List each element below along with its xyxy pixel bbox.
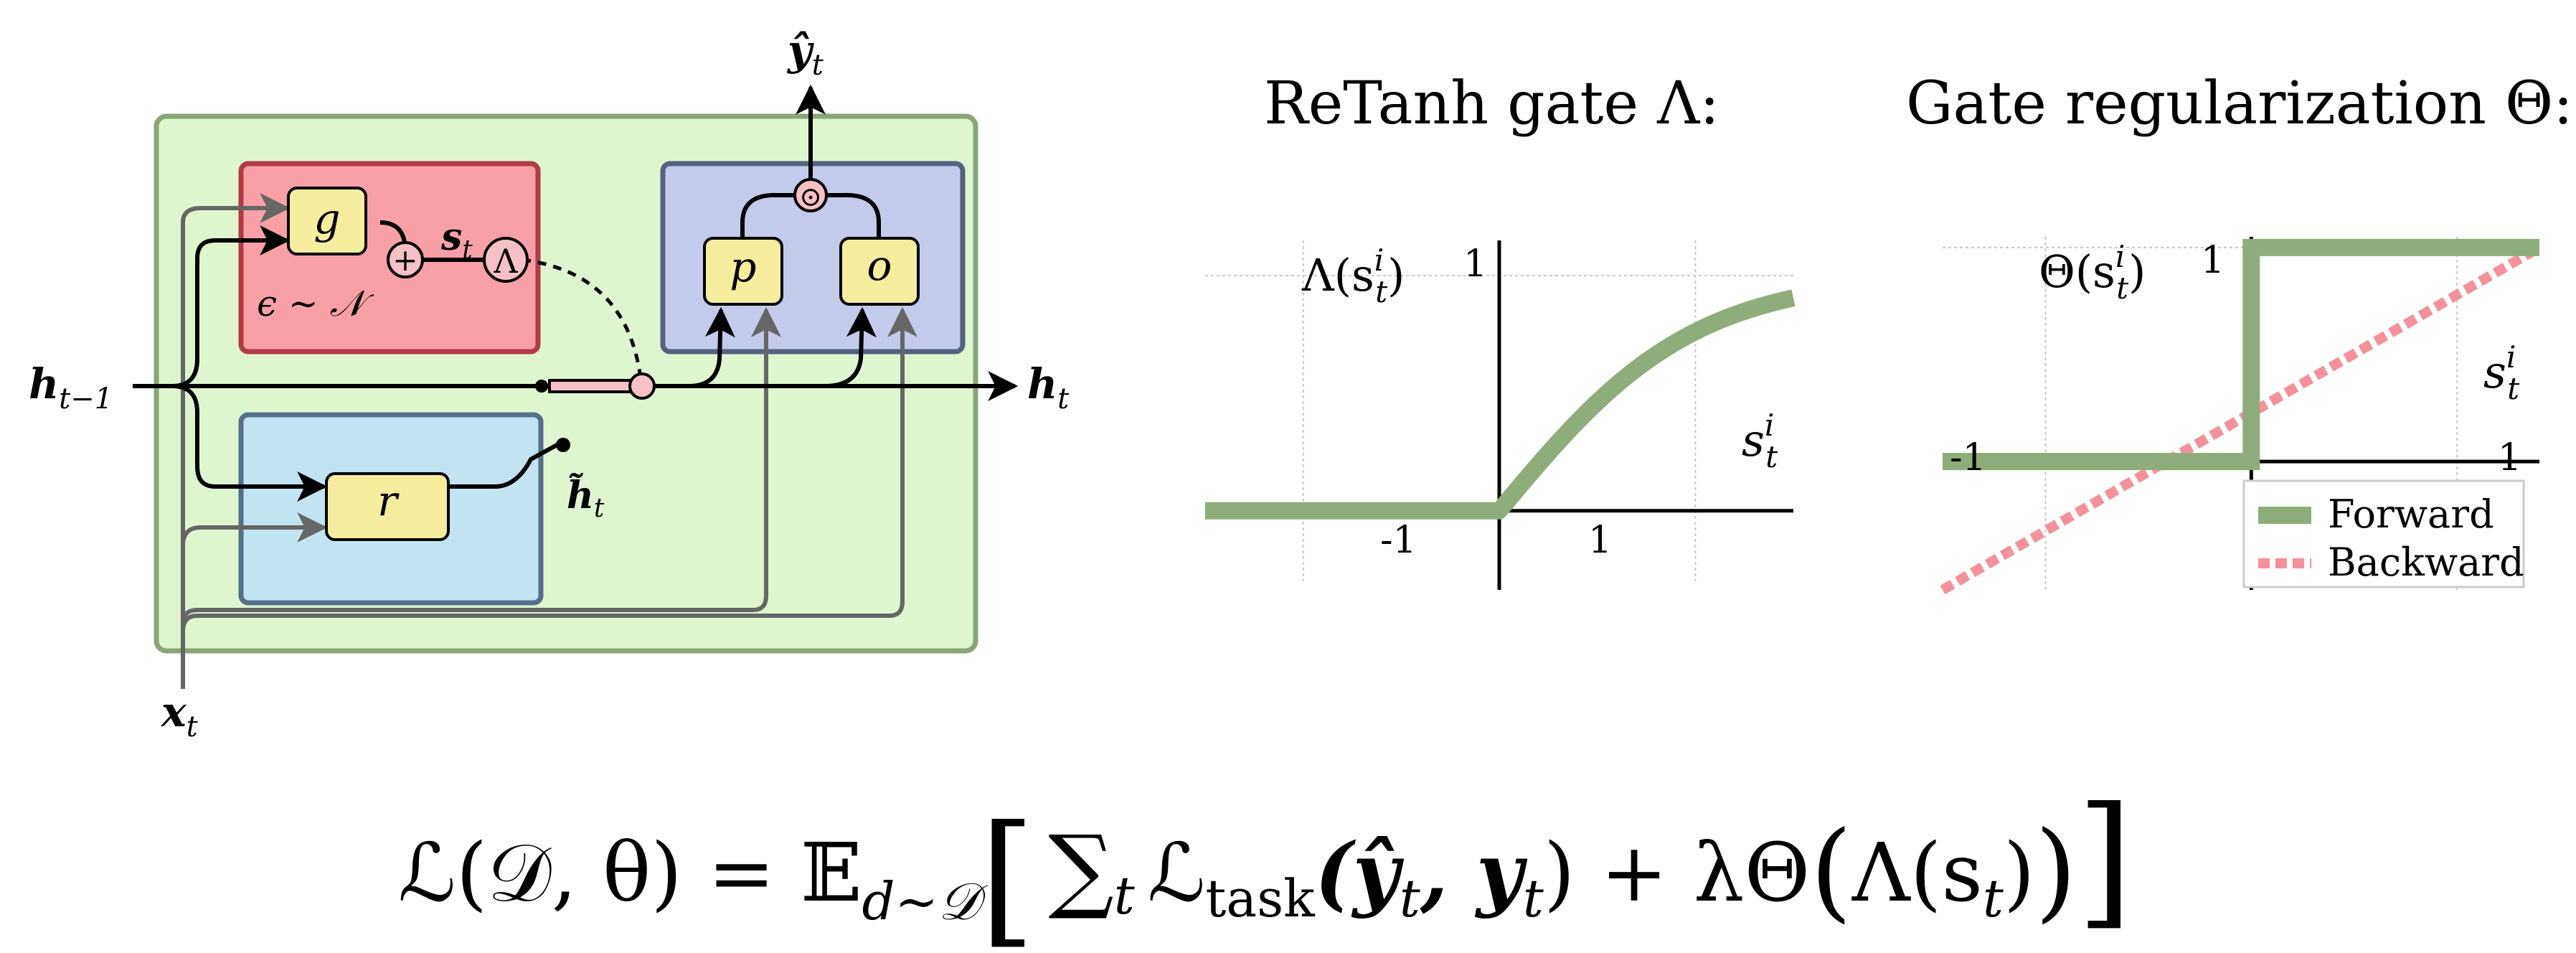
eq-comma-y: , y bbox=[1420, 826, 1528, 920]
eq-lhs: ℒ(𝒟, θ) = 𝔼 bbox=[398, 827, 862, 920]
node-o-label: o bbox=[867, 241, 892, 290]
eq-close-bracket: ] bbox=[2077, 776, 2133, 944]
eq-y-sub: t bbox=[1523, 868, 1544, 929]
legend-backward-label: Backward bbox=[2328, 540, 2524, 585]
node-g-box bbox=[287, 187, 367, 255]
reg-x-tick-pos: 1 bbox=[2498, 436, 2521, 479]
node-p-label: p bbox=[730, 243, 756, 291]
gate-circle bbox=[628, 372, 656, 400]
reg-forward-line bbox=[1943, 238, 2539, 471]
retanh-y-tick: 1 bbox=[1463, 243, 1487, 286]
htilde-label: h̃t bbox=[567, 474, 605, 523]
eq-open-bracket: [ bbox=[979, 795, 1035, 953]
node-g-label: g bbox=[313, 194, 340, 243]
reg-legend: Forward Backward bbox=[2242, 479, 2525, 588]
eq-sum: ∑ bbox=[1048, 816, 1113, 923]
legend-forward-label: Forward bbox=[2328, 492, 2494, 537]
gate-switch bbox=[548, 379, 637, 393]
node-r-box bbox=[325, 472, 450, 541]
reg-legend-box bbox=[2242, 479, 2525, 588]
noise-label: ϵ ∼ 𝒩 bbox=[257, 283, 374, 324]
input-x-label: xt bbox=[160, 687, 199, 743]
eq-s-sub: t bbox=[1983, 868, 2004, 929]
lambda-circle bbox=[483, 237, 529, 283]
eq-sum-sub: t bbox=[1114, 865, 1136, 926]
output-y-label: ŷt bbox=[786, 26, 824, 82]
eq-task-sub: task bbox=[1205, 868, 1316, 929]
reg-x-tick-neg: -1 bbox=[1950, 436, 1986, 479]
eq-inner-lambda: Λ(s bbox=[1851, 827, 1983, 920]
eq-task-args: (ŷ bbox=[1315, 826, 1405, 920]
eq-yhat-sub: t bbox=[1400, 868, 1421, 929]
retanh-title: ReTanh gate Λ: bbox=[1264, 70, 1719, 138]
plus-circle bbox=[387, 241, 424, 278]
node-p-box bbox=[703, 237, 783, 306]
eq-big-close-paren: ) bbox=[2035, 809, 2077, 934]
output-h-label: ht bbox=[1027, 360, 1070, 416]
eq-task-loss: ℒ bbox=[1148, 827, 1206, 920]
retanh-axes bbox=[1205, 240, 1793, 590]
eq-inner-close: ) bbox=[2004, 827, 2035, 920]
odot-symbol: ⊙ bbox=[799, 181, 822, 212]
reg-y-tick: 1 bbox=[2201, 239, 2224, 282]
node-o-box bbox=[839, 237, 920, 306]
eq-close-plus: ) + λΘ bbox=[1544, 827, 1811, 920]
reg-title: Gate regularization Θ: bbox=[1906, 70, 2573, 138]
lambda-symbol: Λ bbox=[493, 242, 518, 281]
gate-pivot-dot bbox=[535, 380, 548, 393]
eq-exp-sub: d∼𝒟 bbox=[862, 871, 988, 931]
retanh-x-tick-pos: 1 bbox=[1588, 519, 1612, 562]
rnn-cell-diagram: g p o r + Λ ⊙ st ϵ ∼ 𝒩 h̃t ht−1 ht xt ŷt bbox=[29, 26, 1070, 743]
node-r-label: r bbox=[377, 476, 400, 525]
eq-big-open-paren: ( bbox=[1810, 809, 1852, 934]
state-label: st bbox=[440, 215, 473, 265]
htilde-dot bbox=[556, 438, 570, 452]
retanh-curve bbox=[1199, 289, 1799, 520]
reg-backward-line bbox=[1940, 243, 2542, 595]
retanh-x-tick-neg: -1 bbox=[1380, 519, 1417, 562]
input-x-paths bbox=[181, 193, 917, 689]
plus-symbol: + bbox=[392, 243, 417, 278]
input-hprev-label: ht−1 bbox=[29, 360, 113, 416]
odot-circle bbox=[793, 178, 828, 212]
